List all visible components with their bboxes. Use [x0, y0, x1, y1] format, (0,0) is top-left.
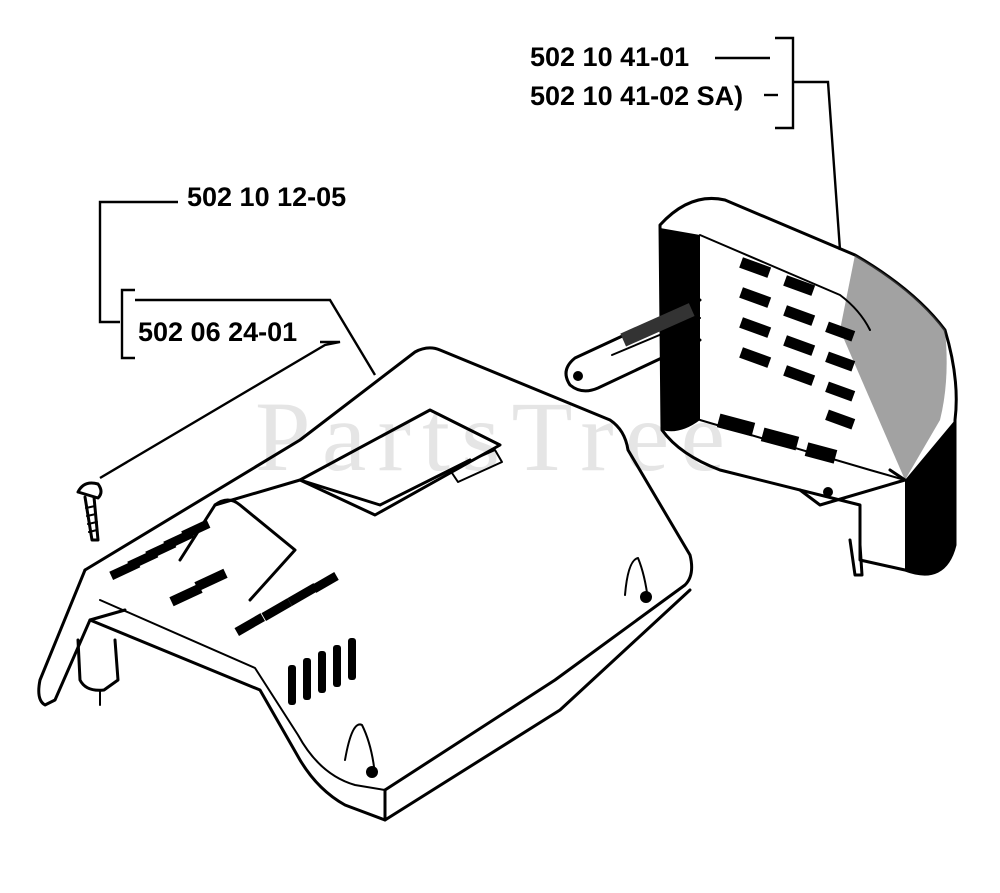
- cylinder-cover-slots: [716, 257, 856, 464]
- watermark-text: PartsTree: [255, 381, 725, 492]
- engine-cover-drawing: [37, 346, 694, 822]
- label-housing-part-b: 502 06 24-01: [138, 317, 297, 347]
- label-cover-part-b: 502 10 41-02 SA): [530, 81, 743, 111]
- vent-slots-side: [288, 638, 356, 705]
- leader-lines: [98, 36, 842, 480]
- screw-drawing: [76, 481, 103, 542]
- label-housing-part-a: 502 10 12-05: [187, 182, 346, 212]
- label-cover-part-a: 502 10 41-01: [530, 42, 689, 72]
- cylinder-cover-drawing: [564, 196, 958, 577]
- vent-slots-top: [109, 519, 339, 636]
